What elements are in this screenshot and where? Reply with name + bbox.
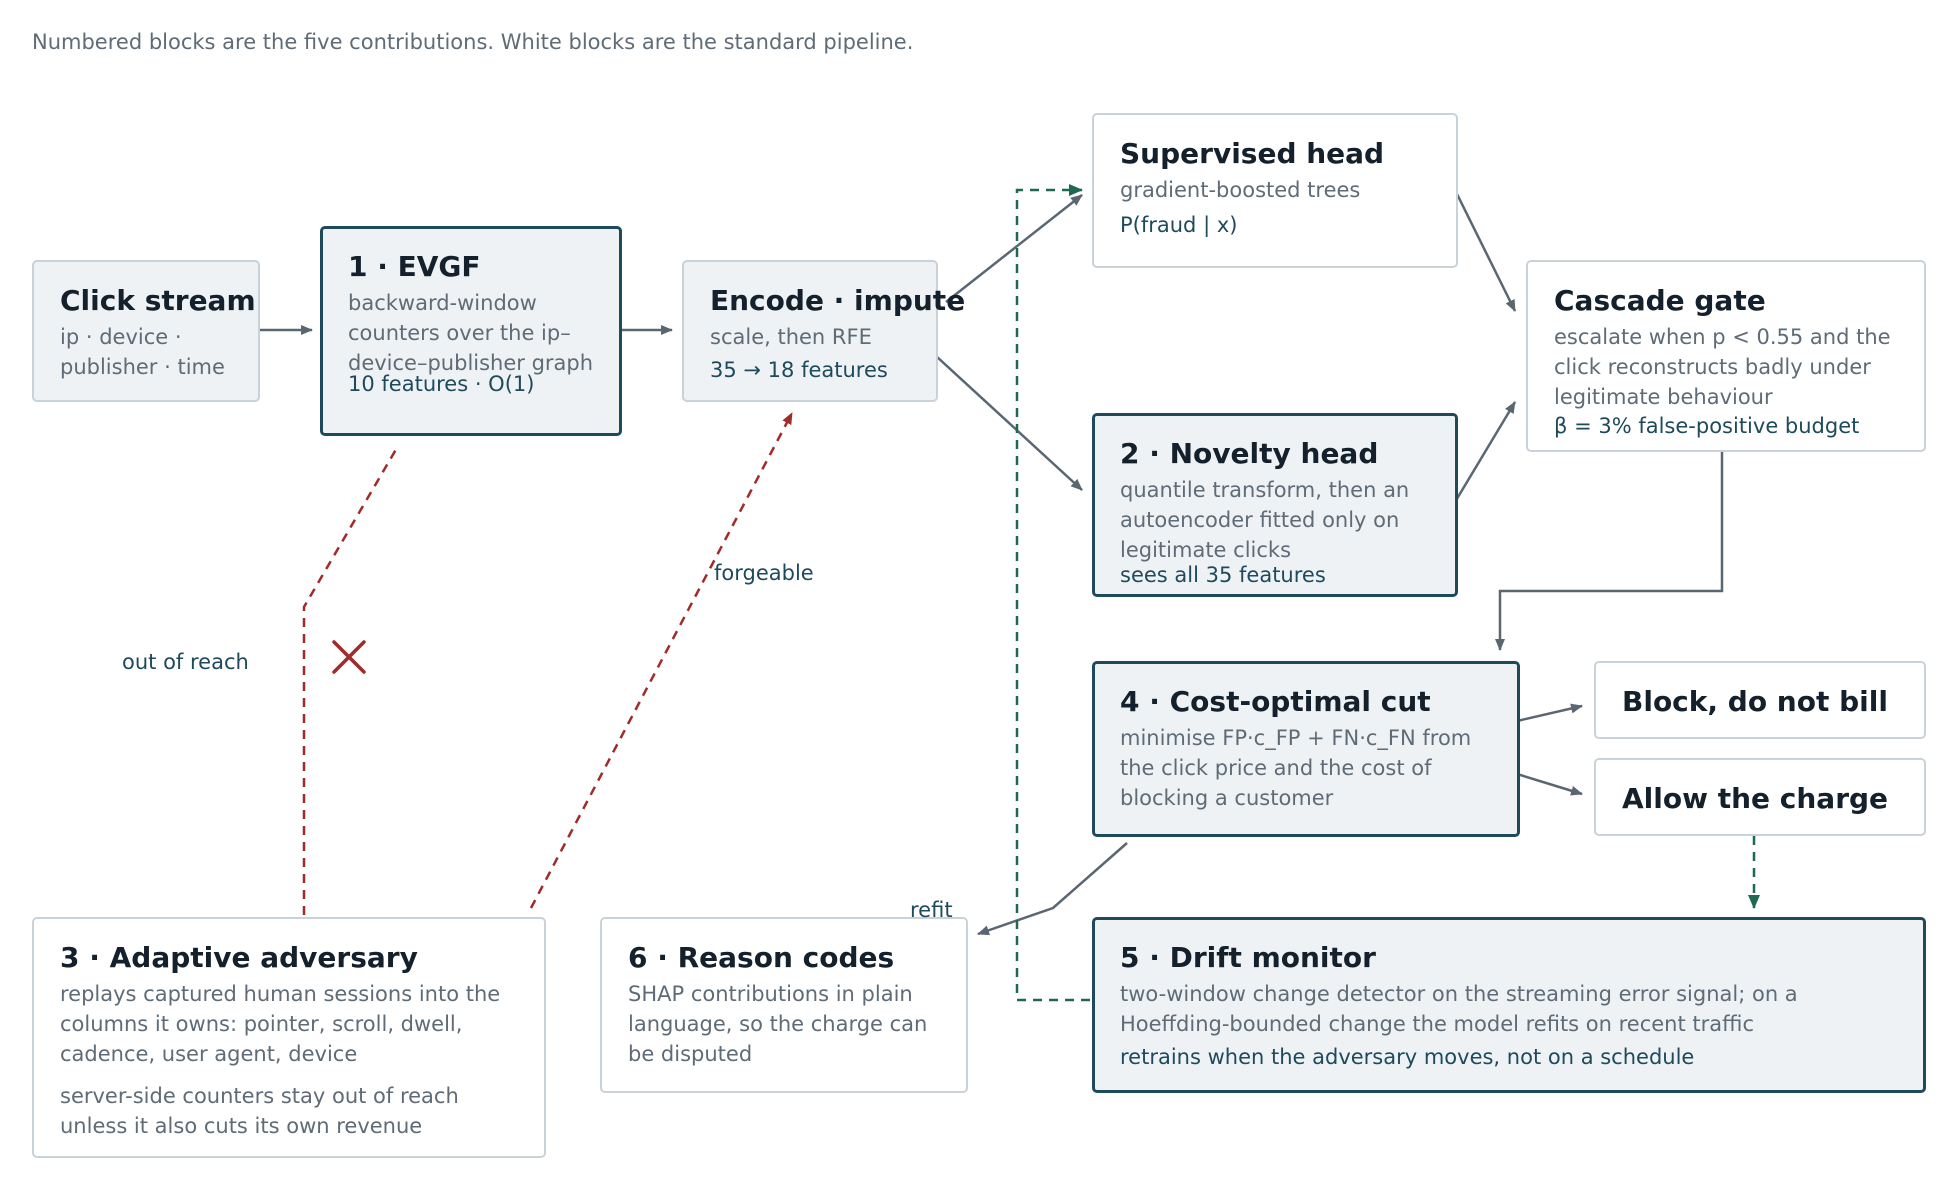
node-body: replays captured human sessions into the… (60, 982, 501, 1066)
node-note: 35 → 18 features (710, 358, 888, 382)
node-encode-impute: Encode · impute scale, then RFE 35 → 18 … (682, 260, 966, 402)
node-body: two-window change detector on the stream… (1120, 982, 1798, 1036)
node-body: scale, then RFE (710, 325, 872, 349)
node-body: gradient-boosted trees (1120, 178, 1361, 202)
node-title: 5 · Drift monitor (1120, 941, 1376, 974)
edge-novelty-to-cascade (1453, 401, 1517, 503)
edge-drift-refit-to-supervised (1015, 184, 1090, 1002)
node-title: 1 · EVGF (348, 250, 481, 283)
edge-costcut-to-block (1516, 703, 1583, 723)
edge-encode-to-supervised (945, 194, 1083, 303)
node-cost-optimal-cut: 4 · Cost-optimal cut minimise FP·c_FP + … (1092, 661, 1520, 837)
node-supervised-head: Supervised head gradient-boosted trees P… (1092, 113, 1458, 268)
node-note: P(fraud | x) (1120, 213, 1238, 237)
label-forgeable: forgeable (714, 561, 814, 585)
node-title: 6 · Reason codes (628, 941, 895, 974)
node-title: Encode · impute (710, 284, 966, 317)
node-block-do-not-bill: Block, do not bill (1594, 661, 1926, 739)
node-title: Block, do not bill (1622, 685, 1888, 718)
node-cascade-gate: Cascade gate escalate when p < 0.55 and … (1526, 260, 1926, 452)
node-click-stream: Click stream ip · device · publisher · t… (32, 260, 260, 402)
node-allow-the-charge: Allow the charge (1594, 758, 1926, 836)
node-adaptive-adversary: 3 · Adaptive adversary replays captured … (32, 917, 546, 1158)
node-novelty-head: 2 · Novelty head quantile transform, the… (1092, 413, 1458, 597)
node-note: retrains when the adversary moves, not o… (1120, 1045, 1695, 1069)
node-title: Cascade gate (1554, 284, 1766, 317)
node-title: 4 · Cost-optimal cut (1120, 685, 1431, 718)
edge-cascade-to-costcut (1495, 450, 1724, 651)
node-note: 10 features · O(1) (348, 372, 535, 396)
node-drift-monitor: 5 · Drift monitor two-window change dete… (1092, 917, 1926, 1093)
node-body: backward-window counters over the ip–dev… (348, 291, 594, 375)
node-body: SHAP contributions in plain language, so… (628, 982, 928, 1066)
node-title: Allow the charge (1622, 782, 1889, 815)
edge-encode-to-novelty (935, 355, 1083, 491)
edge-costcut-to-reason (977, 842, 1128, 936)
blocked-x-icon (332, 640, 366, 674)
edge-adversary-out-of-reach (302, 445, 400, 915)
node-body: escalate when p < 0.55 and the click rec… (1554, 325, 1891, 409)
node-title: 3 · Adaptive adversary (60, 941, 418, 974)
node-title: Click stream (60, 284, 256, 317)
edge-adversary-forgeable (529, 412, 794, 909)
figure-caption: Numbered blocks are the five contributio… (32, 30, 914, 54)
node-body: minimise FP·c_FP + FN·c_FN from the clic… (1120, 726, 1472, 810)
edge-supervised-to-cascade (1453, 189, 1517, 312)
node-note: sees all 35 features (1120, 563, 1326, 587)
label-out-of-reach: out of reach (122, 650, 249, 674)
node-body: quantile transform, then an autoencoder … (1120, 478, 1410, 562)
node-evgf: 1 · EVGF backward-window counters over t… (320, 226, 622, 436)
edge-costcut-to-allow (1516, 772, 1583, 796)
node-note: β = 3% false-positive budget (1554, 414, 1860, 438)
node-title: 2 · Novelty head (1120, 437, 1379, 470)
label-refit: refit (910, 898, 953, 922)
node-note: server-side counters stay out of reach u… (60, 1084, 459, 1138)
node-reason-codes: 6 · Reason codes SHAP contributions in p… (600, 917, 968, 1093)
node-title: Supervised head (1120, 137, 1385, 170)
node-body: ip · device · publisher · time (60, 325, 225, 379)
